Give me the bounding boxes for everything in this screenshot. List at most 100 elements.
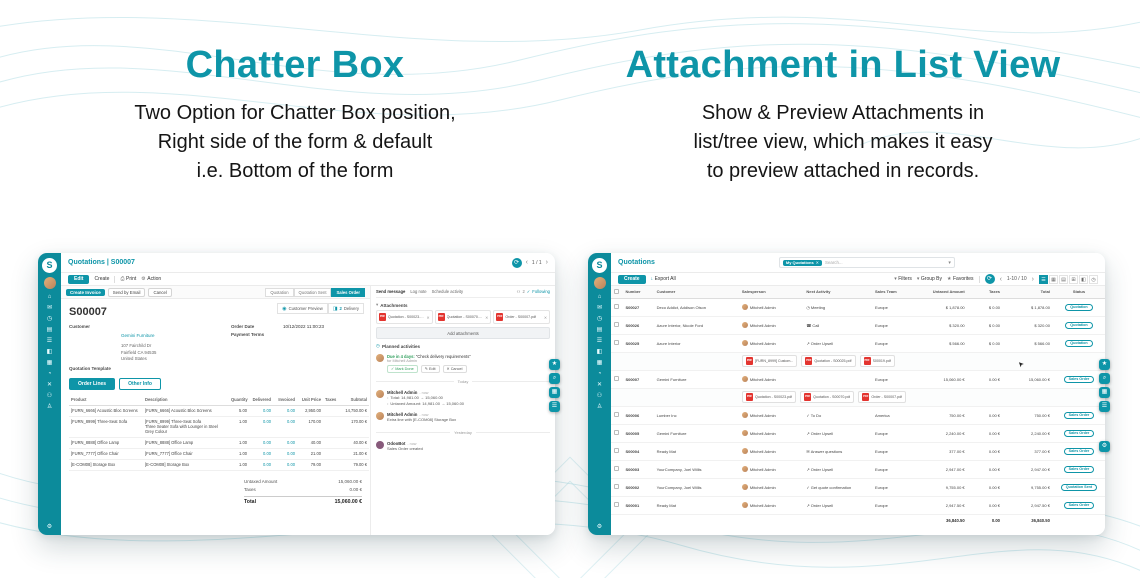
kanban-view-icon[interactable]: ▦: [1049, 274, 1058, 284]
cell-total[interactable]: 750.00 €: [1003, 406, 1053, 425]
cell-delivered[interactable]: 0.00: [249, 405, 273, 417]
cell-salesperson[interactable]: Mitchell Admin: [738, 424, 804, 443]
create-invoice-button[interactable]: Create Invoice: [66, 288, 105, 296]
cell-taxes[interactable]: $ 0.00: [967, 334, 1004, 353]
cell-delivered[interactable]: 0.00: [249, 416, 273, 438]
cell-taxes[interactable]: [323, 437, 339, 449]
followers-button[interactable]: ⚇ 2 ✓ Following: [517, 289, 550, 294]
cell-taxes[interactable]: 0.00 €: [967, 442, 1004, 461]
log-note-button[interactable]: Log note: [410, 289, 427, 294]
row-select-cell[interactable]: [611, 334, 623, 353]
cell-customer[interactable]: Ready Mat: [653, 442, 739, 461]
row-select-cell[interactable]: [611, 424, 623, 443]
cell-taxes[interactable]: 0.00 €: [967, 370, 1004, 389]
group-by-menu[interactable]: ▾Group By: [917, 276, 942, 282]
cancel-button[interactable]: Cancel: [148, 287, 172, 297]
list-view-icon[interactable]: ☰: [1039, 274, 1048, 284]
col-customer[interactable]: Customer: [653, 286, 739, 299]
cell-product[interactable]: [FURN_6666] Acoustic Bloc Screens: [69, 405, 143, 417]
row-checkbox[interactable]: [614, 448, 619, 453]
apps-icon[interactable]: ▦: [549, 387, 560, 398]
app-logo[interactable]: S: [42, 258, 57, 273]
nav-calendar-icon[interactable]: ▤: [46, 327, 53, 333]
activity-view-icon[interactable]: ◷: [1089, 274, 1098, 284]
cell-product[interactable]: [FURN_8888] Office Lamp: [69, 437, 143, 449]
stage-quotation[interactable]: Quotation: [265, 287, 294, 297]
cell-subtotal[interactable]: 21.00 €: [339, 448, 369, 460]
nav-settings-icon[interactable]: ⚙: [596, 524, 603, 530]
edit-button[interactable]: Edit: [68, 274, 90, 284]
cell-unit-price[interactable]: 79.00: [297, 459, 323, 471]
quotation-row[interactable]: S00007 Gemini Furniture Mitchell Admin E…: [611, 370, 1105, 389]
cell-description[interactable]: [E-COM08] Storage Box: [143, 459, 229, 471]
col-taxes[interactable]: Taxes: [323, 394, 339, 406]
nav-chart-icon[interactable]: ◧: [596, 349, 603, 355]
quotation-row[interactable]: S00027 Deco Addict, Addison Olson Mitche…: [611, 298, 1105, 317]
col-product[interactable]: Product: [69, 394, 143, 406]
nav-activity-icon[interactable]: ◷: [46, 316, 53, 322]
row-checkbox[interactable]: [614, 304, 619, 309]
customer-value[interactable]: Gemini Furniture: [121, 333, 155, 338]
cancel-activity-button[interactable]: ✕Cancel: [442, 364, 467, 373]
create-button[interactable]: Create: [618, 274, 646, 284]
cell-status[interactable]: Sales Order: [1052, 496, 1105, 515]
cell-unit-price[interactable]: 2,950.00: [297, 405, 323, 417]
row-checkbox[interactable]: [614, 466, 619, 471]
cell-next-activity[interactable]: ☎Call: [803, 316, 872, 335]
row-select-cell[interactable]: [611, 370, 623, 389]
cell-taxes[interactable]: [323, 448, 339, 460]
favorites-menu[interactable]: ★Favorites: [947, 276, 974, 282]
cell-number[interactable]: S00004: [622, 442, 654, 461]
message-author[interactable]: Mitchell Admin: [387, 389, 418, 395]
cell-customer[interactable]: Azure Interior: [653, 334, 739, 353]
nav-contacts-icon[interactable]: ⚇: [596, 393, 603, 399]
order-date-value[interactable]: 10/12/2022 11:00:23: [283, 324, 324, 329]
remove-facet-icon[interactable]: ✕: [815, 260, 820, 265]
cell-next-activity[interactable]: ✉Answer questions: [803, 442, 872, 461]
nav-calendar-icon[interactable]: ▤: [596, 327, 603, 333]
cell-subtotal[interactable]: 14,750.00 €: [339, 405, 369, 417]
cell-total[interactable]: 15,060.00 €: [1003, 370, 1053, 389]
nav-home-icon[interactable]: ⌂: [47, 294, 52, 300]
cell-subtotal[interactable]: 40.00 €: [339, 437, 369, 449]
nav-activity-icon[interactable]: ◷: [596, 316, 603, 322]
cell-status[interactable]: Quotation Sent: [1052, 478, 1105, 497]
cell-unit-price[interactable]: 21.00: [297, 448, 323, 460]
cell-number[interactable]: S00003: [622, 460, 654, 479]
row-select-cell[interactable]: [611, 496, 623, 515]
cell-taxes[interactable]: $ 0.00: [967, 316, 1004, 335]
row-select-cell[interactable]: [611, 478, 623, 497]
action-menu[interactable]: ⚙Action: [141, 276, 161, 282]
cell-invoiced[interactable]: 0.00: [273, 405, 297, 417]
cell-taxes[interactable]: $ 0.00: [967, 298, 1004, 317]
col-next-activity[interactable]: Next Activity: [803, 286, 872, 299]
refresh-icon[interactable]: ⟳: [984, 274, 995, 284]
cell-quantity[interactable]: 1.00: [229, 459, 249, 471]
cell-untaxed[interactable]: $ 566.00: [915, 334, 968, 353]
remove-attachment-icon[interactable]: ✕: [543, 315, 548, 320]
cell-customer[interactable]: Azure Interior, Nicole Ford: [653, 316, 739, 335]
cell-next-activity[interactable]: [803, 370, 872, 389]
cell-customer[interactable]: Ready Mat: [653, 496, 739, 515]
cell-status[interactable]: Sales Order: [1052, 442, 1105, 461]
search-icon[interactable]: ⌕: [1099, 373, 1110, 384]
order-line-row[interactable]: [FURN_7777] Office Chair [FURN_7777] Off…: [69, 448, 369, 460]
order-line-row[interactable]: [FURN_8888] Office Lamp [FURN_8888] Offi…: [69, 437, 369, 449]
cell-total[interactable]: 9,755.00 €: [1003, 478, 1053, 497]
send-by-email-button[interactable]: Send by Email: [107, 287, 146, 297]
cell-salesperson[interactable]: Mitchell Admin: [738, 298, 804, 317]
cell-number[interactable]: S00025: [622, 334, 654, 353]
create-button[interactable]: Create: [94, 276, 110, 282]
breadcrumb[interactable]: Quotations: [618, 259, 655, 266]
cell-total[interactable]: $ 1,878.00: [1003, 298, 1053, 317]
pivot-view-icon[interactable]: ⊞: [1069, 274, 1078, 284]
cell-quantity[interactable]: 1.00: [229, 437, 249, 449]
cell-customer[interactable]: Gemini Furniture: [653, 370, 739, 389]
cell-subtotal[interactable]: 170.00 €: [339, 416, 369, 438]
stage-sales-order[interactable]: Sales Order: [331, 287, 365, 297]
cell-total[interactable]: $ 566.00: [1003, 334, 1053, 353]
